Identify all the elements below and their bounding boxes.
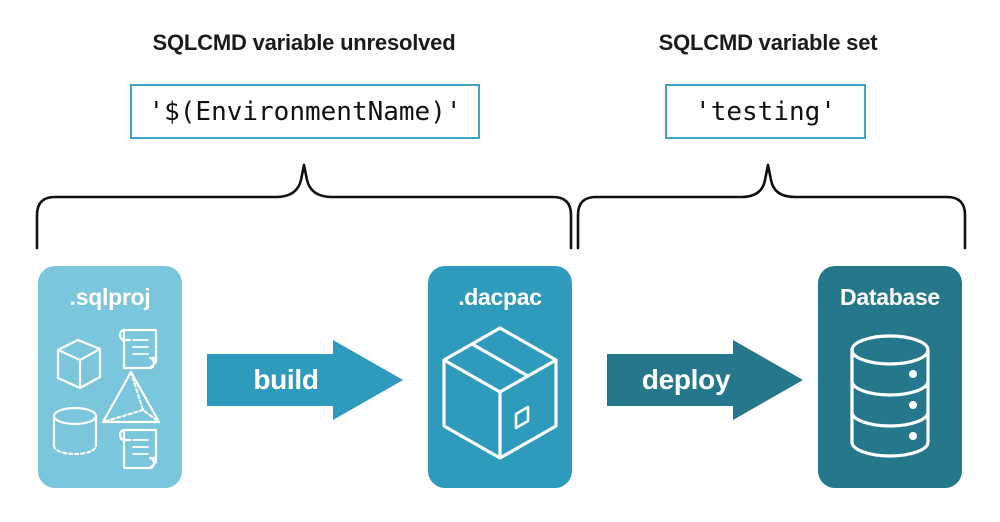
arrow-deploy-shape bbox=[607, 340, 803, 420]
pyramid-icon bbox=[101, 370, 161, 424]
stage-box-sqlproj: .sqlproj bbox=[38, 266, 182, 488]
code-value-environment-name: '$(EnvironmentName)' bbox=[130, 84, 480, 139]
cylinder-icon bbox=[52, 406, 98, 456]
arrow-build: build bbox=[207, 340, 407, 420]
arrow-deploy: deploy bbox=[607, 340, 807, 420]
stage-box-dacpac: .dacpac bbox=[428, 266, 572, 488]
stage-label-sqlproj: .sqlproj bbox=[69, 284, 151, 310]
stage-label-dacpac: .dacpac bbox=[458, 284, 542, 310]
package-box-icon bbox=[442, 326, 558, 460]
arrow-build-shape bbox=[207, 340, 403, 420]
brace-left-icon bbox=[35, 163, 573, 250]
brace-group bbox=[35, 163, 967, 250]
dacpac-icon-cluster bbox=[442, 326, 558, 460]
database-status-dot bbox=[909, 401, 917, 409]
database-status-dot bbox=[909, 432, 917, 440]
heading-sqlcmd-unresolved: SQLCMD variable unresolved bbox=[152, 30, 456, 55]
database-status-dot bbox=[909, 370, 917, 378]
sqlproj-icon-cluster bbox=[52, 328, 161, 470]
cube-icon bbox=[56, 338, 102, 390]
stage-box-database: Database bbox=[818, 266, 962, 488]
brace-right-icon bbox=[576, 163, 967, 250]
scroll-icon bbox=[118, 328, 158, 370]
scroll-icon bbox=[118, 428, 158, 470]
database-cylinder-icon bbox=[850, 334, 930, 458]
heading-sqlcmd-set: SQLCMD variable set bbox=[658, 30, 878, 55]
database-icon-cluster bbox=[850, 334, 930, 458]
stage-label-database: Database bbox=[840, 284, 940, 310]
code-value-testing: 'testing' bbox=[665, 84, 866, 139]
